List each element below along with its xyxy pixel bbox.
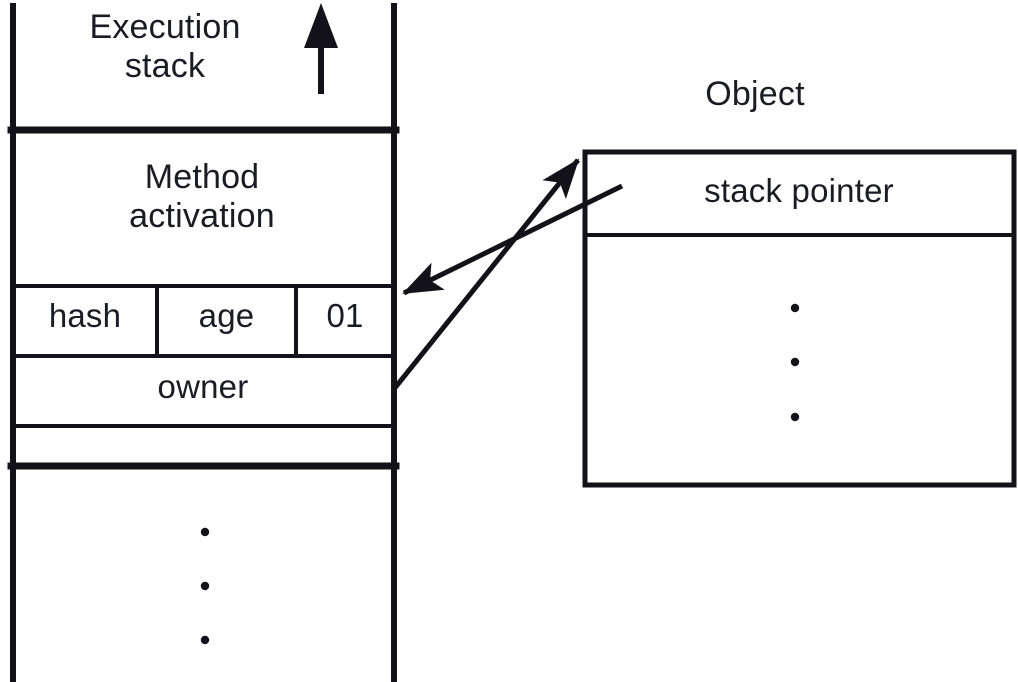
object-title: Object (705, 75, 805, 113)
stack-cell-flags: 01 (326, 297, 364, 334)
stack-cell-owner: owner (157, 368, 249, 405)
stack-cell-age: age (198, 297, 255, 334)
connector-stackpointer-to-frame (402, 183, 624, 296)
connector-owner-to-object (392, 158, 580, 391)
up-arrow-icon (304, 3, 338, 94)
method-activation-label: Method activation (129, 158, 275, 236)
object-box-outline (582, 149, 1017, 488)
execution-stack-ellipsis (200, 527, 210, 645)
object-ellipsis (790, 303, 800, 422)
object-field-stack-pointer: stack pointer (704, 172, 894, 209)
execution-stack-title: Execution stack (89, 8, 241, 86)
execution-stack-outline (7, 3, 400, 682)
stack-cell-hash: hash (48, 297, 122, 334)
